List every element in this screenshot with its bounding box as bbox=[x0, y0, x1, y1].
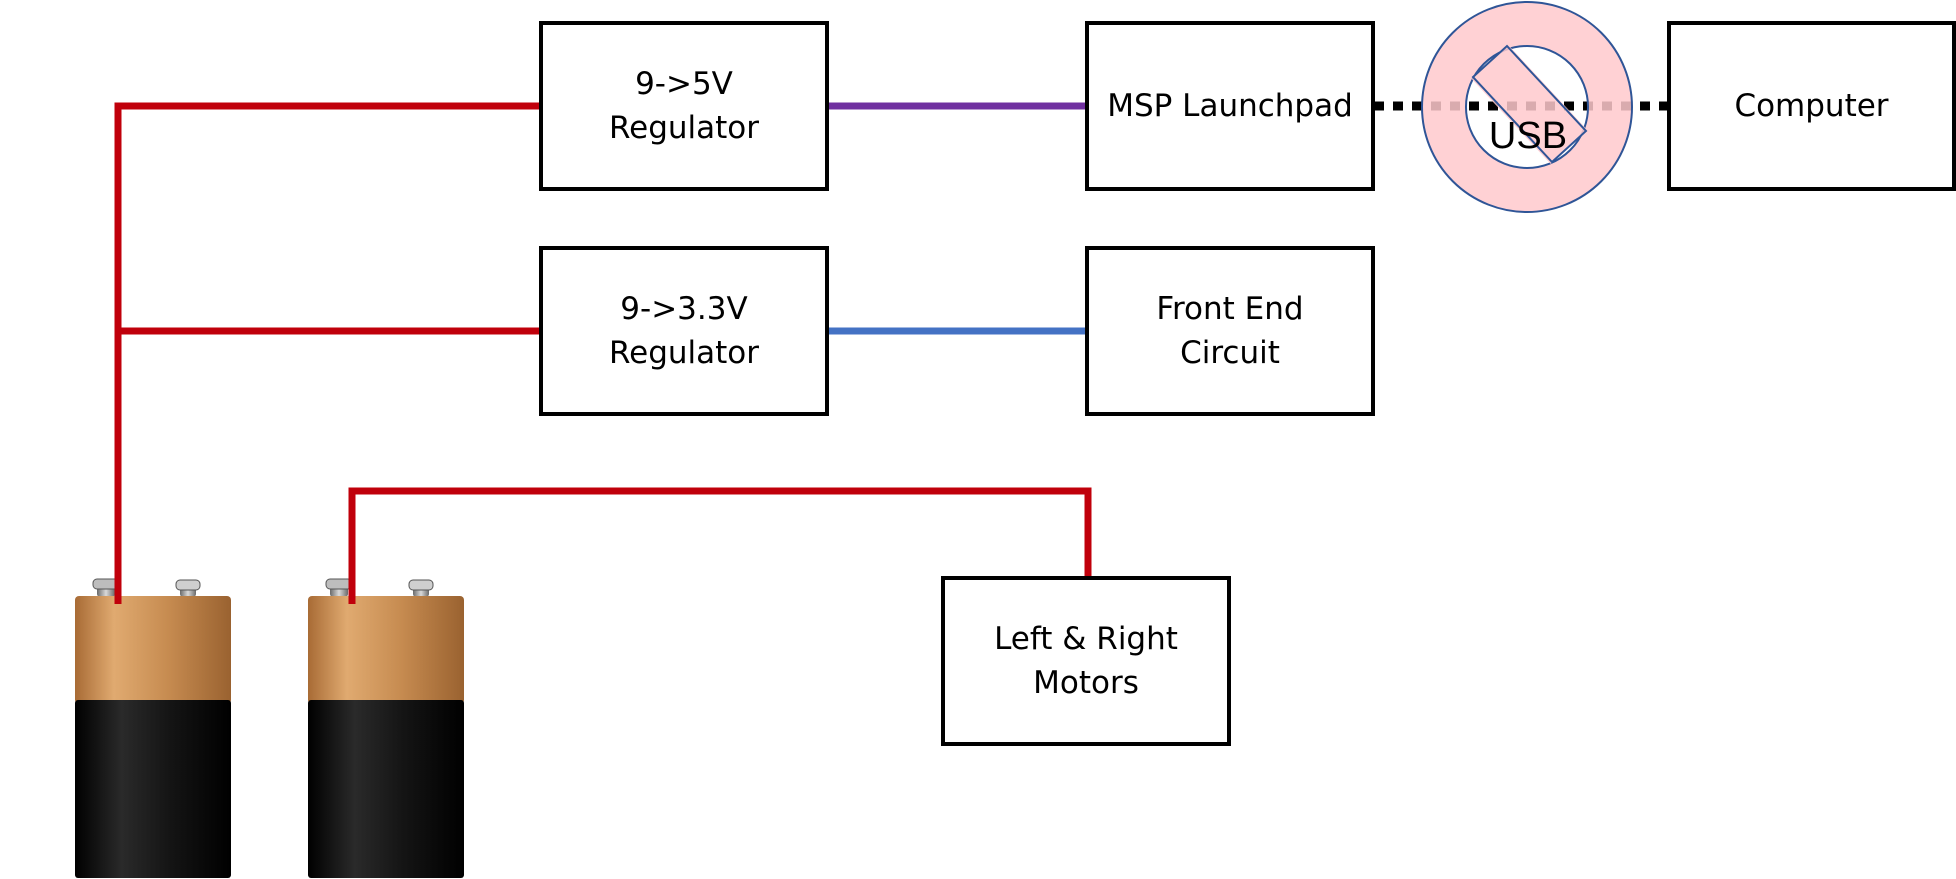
front-end-line1: Front End bbox=[1156, 291, 1304, 327]
battery-9v-icon bbox=[308, 578, 464, 878]
regulator-9-to-3v3-block: 9->3.3V Regulator bbox=[539, 246, 829, 416]
msp-launchpad-block: MSP Launchpad bbox=[1085, 21, 1375, 191]
battery1-to-regulators-wire bbox=[114, 102, 540, 604]
computer-label: Computer bbox=[1734, 88, 1889, 124]
regulator-5v-line2: Regulator bbox=[608, 110, 760, 146]
usb-label: USB bbox=[1488, 115, 1568, 157]
regulator-3v3-line1: 9->3.3V bbox=[620, 291, 748, 327]
msp-launchpad-label: MSP Launchpad bbox=[1107, 88, 1353, 124]
motors-line1: Left & Right bbox=[994, 621, 1178, 657]
regulator-3v3-line2: Regulator bbox=[608, 335, 760, 371]
motors-line2: Motors bbox=[1033, 665, 1139, 701]
power-wires bbox=[114, 102, 1092, 604]
no-symbol-icon bbox=[1421, 0, 1633, 214]
computer-block: Computer bbox=[1667, 21, 1956, 191]
regulator-5v-line1: 9->5V bbox=[635, 66, 733, 102]
battery-9v-icon bbox=[75, 578, 231, 878]
front-end-circuit-block: Front End Circuit bbox=[1085, 246, 1375, 416]
battery2-to-motors-wire bbox=[348, 487, 1092, 604]
regulator-9-to-5v-block: 9->5V Regulator bbox=[539, 21, 829, 191]
motors-block: Left & Right Motors bbox=[941, 576, 1231, 746]
front-end-line2: Circuit bbox=[1180, 335, 1280, 371]
